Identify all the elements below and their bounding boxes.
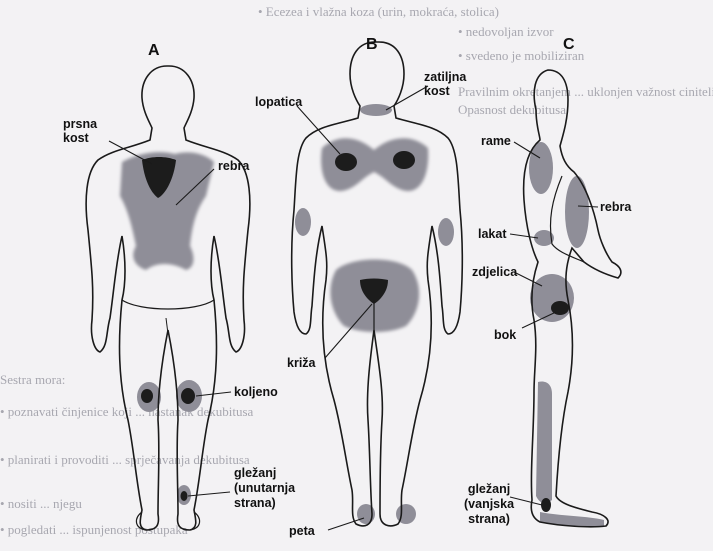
knee-left-spot	[141, 389, 153, 403]
label-zdjelica: zdjelica	[472, 265, 517, 279]
figure-a-hips	[122, 300, 214, 309]
label-kriza: križa	[287, 356, 316, 370]
elbow-left-shade	[295, 208, 311, 236]
figure-b-letter: B	[366, 38, 378, 52]
figure-c-letter: C	[563, 38, 575, 52]
label-bok: bok	[494, 328, 516, 342]
label-lopatica: lopatica	[255, 95, 302, 109]
figure-c-side	[524, 70, 621, 527]
scapula-left-spot	[335, 153, 357, 171]
figure-a-outline	[86, 66, 250, 530]
figure-b-back	[292, 42, 463, 526]
label-gleznja-unutarnja: gležanj (unutarnja strana)	[234, 466, 295, 511]
leg-side-shade	[536, 382, 552, 504]
label-lakat: lakat	[478, 227, 507, 241]
label-rame: rame	[481, 134, 511, 148]
ankle-outer-spot	[541, 498, 551, 512]
figure-a-front	[86, 66, 250, 530]
label-koljeno: koljeno	[234, 385, 278, 399]
label-prsna-kost: prsna kost	[63, 117, 97, 145]
label-rebra-front: rebra	[218, 159, 249, 173]
label-zatiljna-kost: zatiljna kost	[424, 70, 466, 98]
knee-right-spot	[181, 388, 195, 404]
figure-a-letter: A	[148, 44, 160, 58]
ribs-side-shade	[565, 176, 589, 248]
label-gleznja-vanjska: gležanj (vanjska strana)	[464, 482, 514, 527]
label-peta: peta	[289, 524, 315, 538]
occiput-shade	[360, 104, 392, 116]
ankle-inner-spot	[181, 491, 188, 501]
elbow-right-shade	[438, 218, 454, 246]
scapula-right-spot	[393, 151, 415, 169]
label-rebra-side: rebra	[600, 200, 631, 214]
